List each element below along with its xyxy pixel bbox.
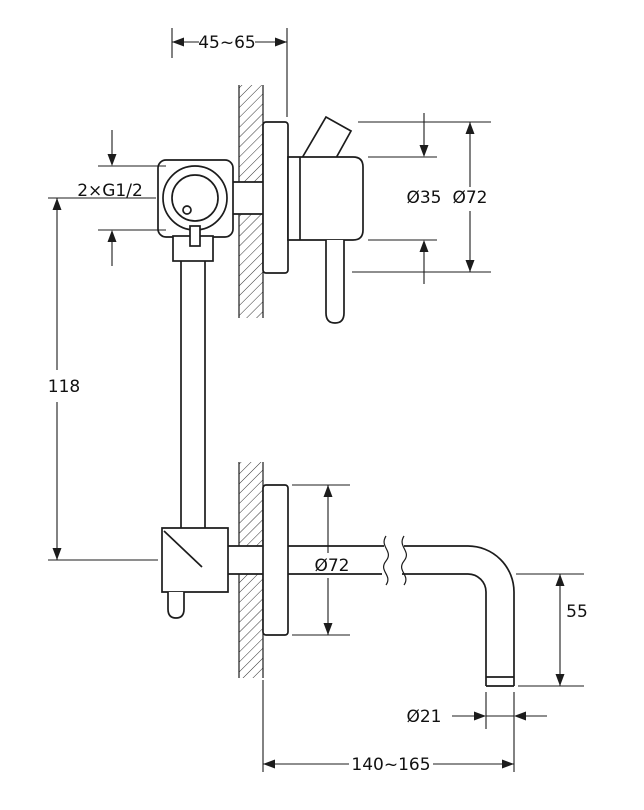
dim-inlet-connection: 2×G1/2 [77,130,166,266]
arrowhead [172,37,184,47]
concealed-valve-body [157,159,234,262]
mixer-fixture [157,115,515,687]
dim-spout-drop-label: 55 [566,602,588,622]
escutcheon-bottom [262,484,289,636]
dim-handle-diameter-label: Ø35 [406,188,441,208]
arrowhead [275,37,287,47]
arrowhead [323,623,333,635]
dim-escutcheon-top: Ø72 [352,121,491,273]
arrowhead [107,230,117,242]
dim-height-118-label: 118 [48,377,80,397]
drain-stub [167,592,185,619]
pipe-break-mark [383,535,389,586]
arrowhead [52,548,62,560]
arrowhead [52,198,62,210]
arrowhead [502,759,514,769]
dim-escutcheon-bottom-label: Ø72 [314,556,349,576]
arrowhead [514,711,526,721]
wall-hatch [239,574,263,678]
arrowhead [107,154,117,166]
handle-lever [300,115,353,159]
arrowhead [323,485,333,497]
spout-elbow [161,527,229,619]
dim-spout-reach-label: 140~165 [351,755,430,775]
dim-spout-diameter-label: Ø21 [406,707,441,727]
pipe-break-mark [401,535,407,586]
handle-pin [325,240,345,324]
arrowhead [465,260,475,272]
arrowhead [465,122,475,134]
dim-escutcheon-top-label: Ø72 [452,188,487,208]
arrowhead [419,145,429,157]
wall-section-bottom [238,462,264,678]
wall-hatch [239,462,263,546]
valve-detail-circle [182,205,192,215]
handle-assembly [287,115,364,324]
dim-spout-drop: 55 [516,573,588,687]
arrowhead [474,711,486,721]
escutcheon-top [262,121,289,274]
dim-escutcheon-bottom: Ø72 [292,484,350,636]
valve-port-circle-inner [171,174,219,222]
arrowhead [419,240,429,252]
spout-outer-curve [467,545,515,686]
dim-height-118: 118 [48,197,158,561]
dim-spout-diameter: Ø21 [406,692,547,772]
wall-section-top [238,85,264,318]
dim-depth-range: 45~65 [171,28,288,117]
dim-inlet-connection-label: 2×G1/2 [77,181,143,201]
arrowhead [263,759,275,769]
dim-spout-reach: 140~165 [262,680,514,775]
spout-inner-curve [467,573,487,686]
spout [288,535,515,687]
arrowhead [555,674,565,686]
wall-hatch [239,85,263,182]
handle-body [287,156,364,241]
dimensions-layer: 45~65 2×G1/2 Ø35 [48,28,588,775]
arrowhead [555,574,565,586]
dim-handle-diameter: Ø35 [368,113,442,284]
valve-detail-slot [189,225,201,247]
elbow-detail-line [163,530,203,568]
wall-hatch [239,214,263,318]
dim-depth-range-label: 45~65 [198,33,256,53]
